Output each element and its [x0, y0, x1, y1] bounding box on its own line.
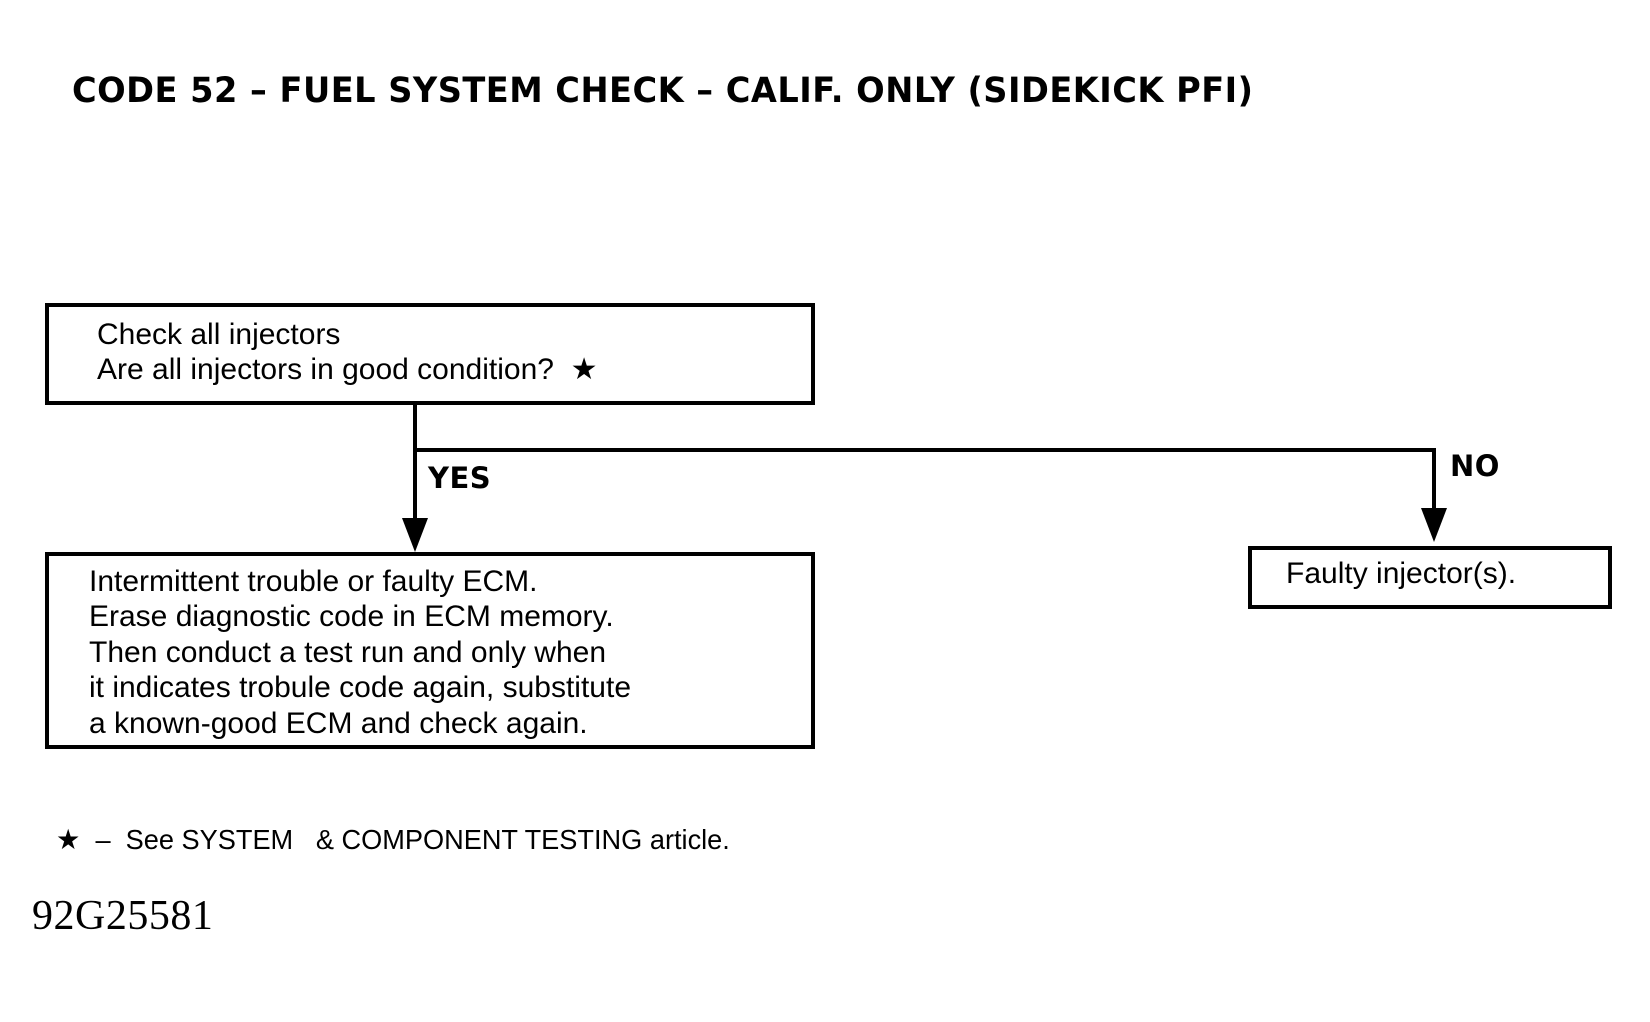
flow-node-question: Check all injectors Are all injectors in… [45, 303, 815, 405]
connector-yes-arrowhead-icon [402, 518, 428, 552]
edge-label-no: NO [1450, 449, 1500, 483]
connector-yes-vertical-line [413, 405, 417, 520]
flow-node-intermittent: Intermittent trouble or faulty ECM. Eras… [45, 552, 815, 749]
flow-node-faulty-injectors: Faulty injector(s). [1248, 546, 1612, 609]
edge-label-yes: YES [428, 461, 492, 495]
connector-no-horizontal-line [413, 448, 1436, 452]
figure-id: 92G25581 [32, 893, 214, 939]
flow-node-question-text: Check all injectors Are all injectors in… [97, 318, 598, 387]
flow-node-intermittent-text: Intermittent trouble or faulty ECM. Eras… [89, 565, 632, 740]
footnote-text: ★ – See SYSTEM & COMPONENT TESTING artic… [56, 824, 730, 855]
flow-node-faulty-injectors-text: Faulty injector(s). [1286, 557, 1517, 590]
connector-no-vertical-line [1432, 448, 1436, 510]
page-title: CODE 52 – FUEL SYSTEM CHECK – CALIF. ONL… [72, 71, 1254, 111]
connector-no-arrowhead-icon [1421, 508, 1447, 542]
